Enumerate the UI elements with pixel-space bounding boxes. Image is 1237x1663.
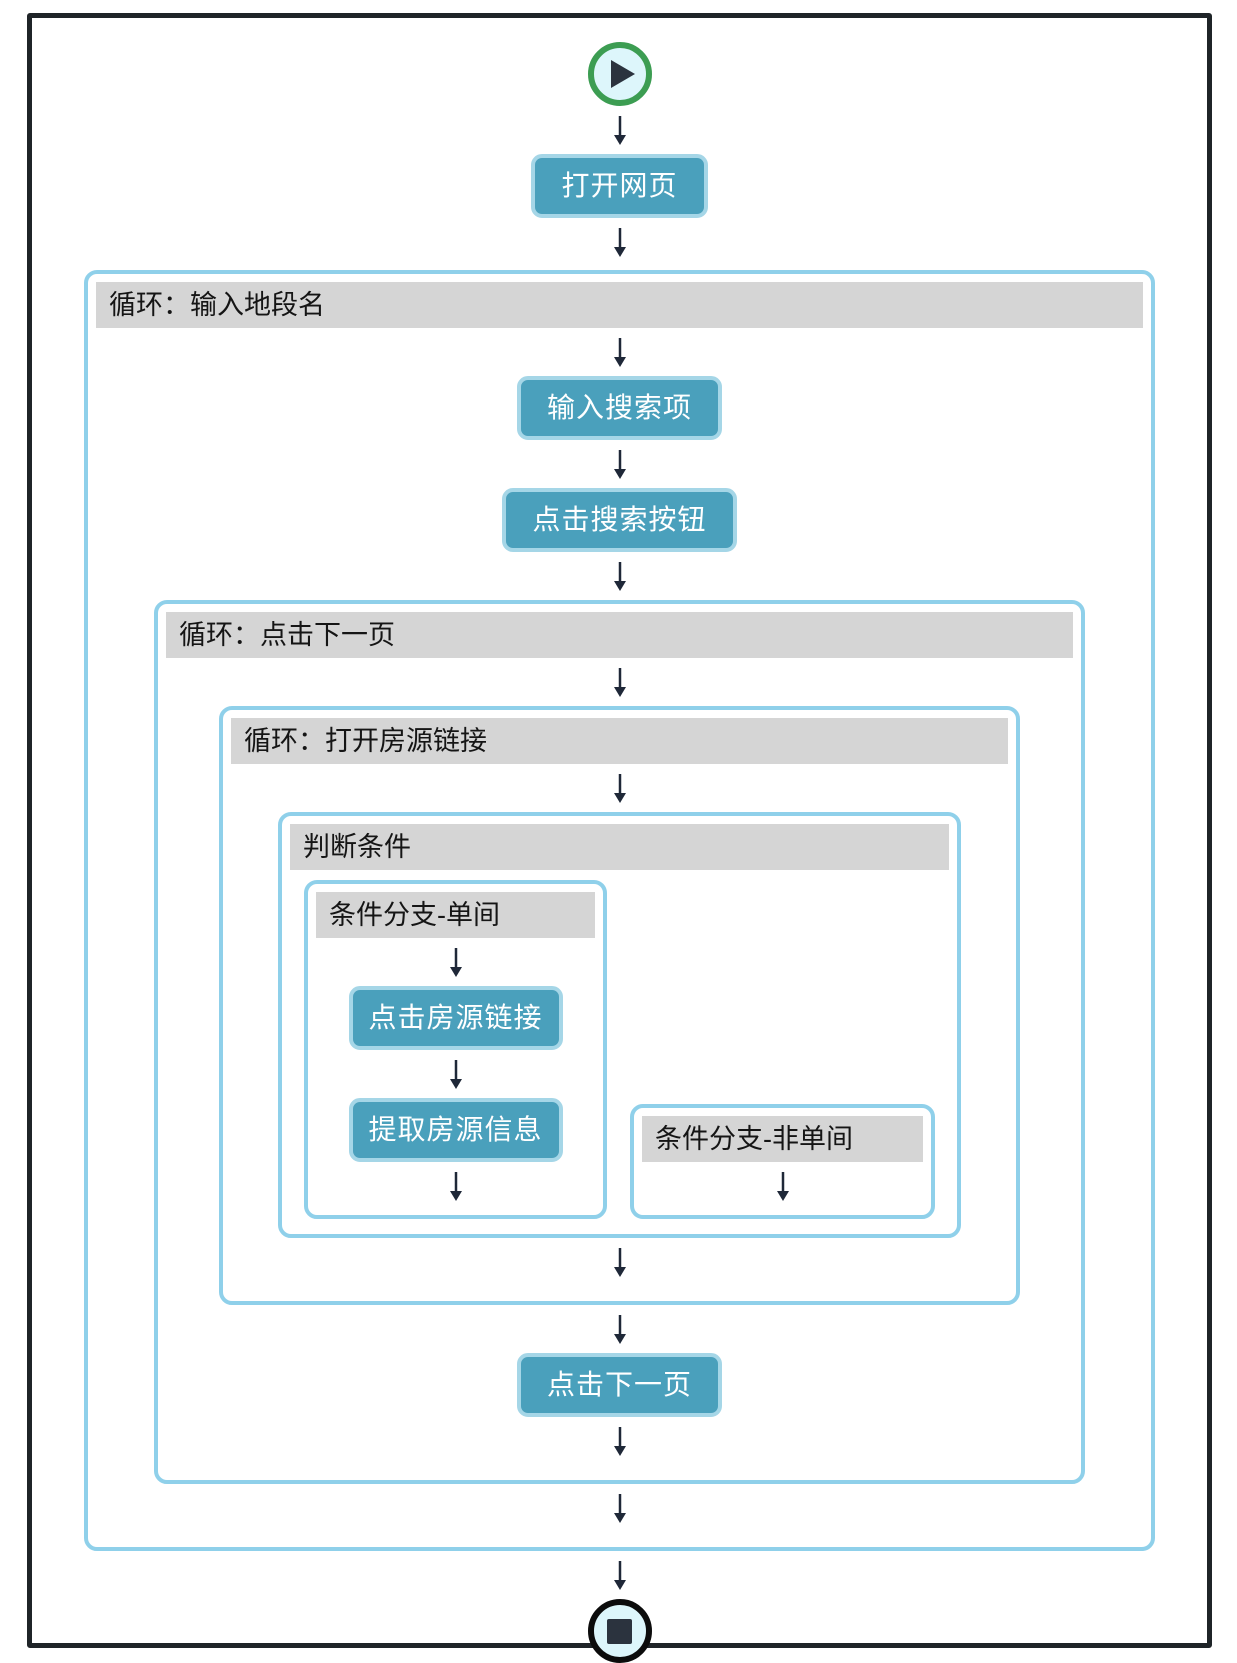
play-icon [611,60,635,88]
branch-container-single-room: 条件分支-单间 点击房源链接 提取房源信息 [304,880,608,1219]
start-node[interactable] [587,42,652,106]
node-input-search-term[interactable]: 输入搜索项 [516,376,722,440]
node-extract-listing-info[interactable]: 提取房源信息 [348,1098,563,1162]
end-node[interactable] [587,1599,652,1663]
node-click-listing-link[interactable]: 点击房源链接 [348,986,563,1050]
condition-header[interactable]: 判断条件 [290,824,949,870]
stop-icon [607,1618,632,1644]
arrow-down-icon [611,773,629,803]
arrow-down-icon [611,1426,629,1456]
node-click-search-button[interactable]: 点击搜索按钮 [502,488,737,552]
arrow-down-icon [611,667,629,697]
arrow-down-icon [611,1560,629,1590]
loop-container-input-district: 循环：输入地段名 输入搜索项 点击搜索按钮 循环：点击下一页 循环：打开房源链接… [84,270,1155,1551]
loop-container-open-listing-link: 循环：打开房源链接 判断条件 条件分支-单间 点击房源链接 提取房源信息 [219,706,1020,1305]
arrow-down-icon [447,1059,465,1089]
loop-header-open-listing-link[interactable]: 循环：打开房源链接 [231,718,1008,764]
arrow-down-icon [447,1171,465,1201]
arrow-down-icon [611,449,629,479]
arrow-down-icon [611,337,629,367]
node-open-webpage[interactable]: 打开网页 [531,154,708,218]
arrow-down-icon [774,1171,792,1201]
branch-header-not-single-room[interactable]: 条件分支-非单间 [642,1116,923,1162]
flowchart-canvas: 打开网页 循环：输入地段名 输入搜索项 点击搜索按钮 循环：点击下一页 循环：打… [27,13,1212,1663]
arrow-down-icon [611,115,629,145]
condition-branches-row: 条件分支-单间 点击房源链接 提取房源信息 条件分支-非单间 [304,880,935,1219]
arrow-down-icon [611,1493,629,1523]
arrow-down-icon [611,1314,629,1344]
branch-container-not-single-room: 条件分支-非单间 [630,1104,935,1219]
loop-header-input-district[interactable]: 循环：输入地段名 [96,282,1143,328]
loop-header-click-next-page[interactable]: 循环：点击下一页 [166,612,1073,658]
arrow-down-icon [447,947,465,977]
condition-container: 判断条件 条件分支-单间 点击房源链接 提取房源信息 条件分支-非单间 [278,812,961,1238]
arrow-down-icon [611,227,629,257]
arrow-down-icon [611,561,629,591]
branch-header-single-room[interactable]: 条件分支-单间 [316,892,596,938]
loop-container-click-next-page: 循环：点击下一页 循环：打开房源链接 判断条件 条件分支-单间 点击房源链接 提… [154,600,1085,1484]
arrow-down-icon [611,1247,629,1277]
node-click-next-page[interactable]: 点击下一页 [516,1353,722,1417]
